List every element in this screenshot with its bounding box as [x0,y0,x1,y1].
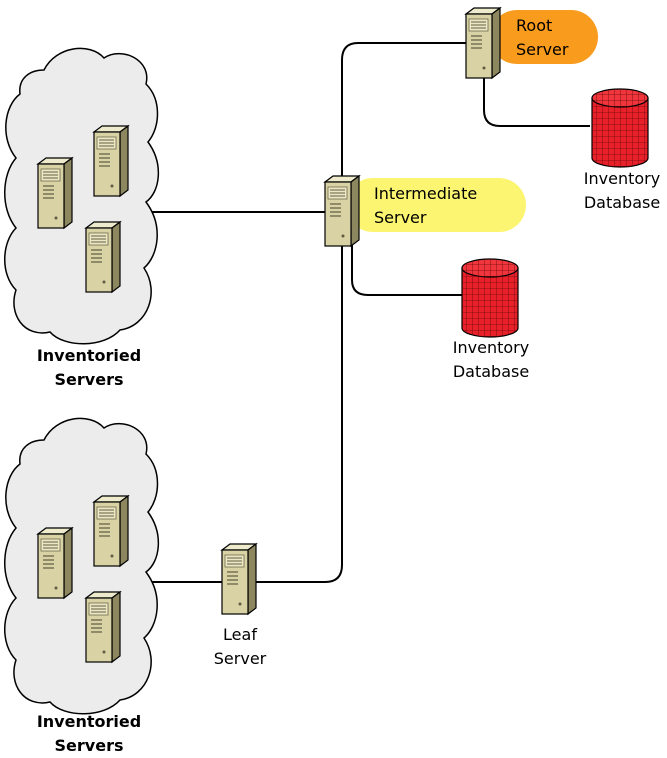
root-server-pill [490,10,598,64]
connector-root-to-intermediate [341,42,468,185]
intermediate-database-label-line2: Database [453,362,529,381]
intermediate-database-icon [461,258,519,338]
cloud-shape [3,417,160,715]
intermediate-server-pill [346,178,526,232]
root-database-icon [591,88,649,168]
server-icon [85,591,121,663]
server-icon [85,221,121,293]
leaf-server-label-line2: Server [214,649,267,668]
lower-cloud [3,417,160,715]
intermediate-database-label-line1: Inventory [453,338,529,357]
leaf-server-icon [221,543,257,615]
server-icon [93,125,129,197]
intermediate-server-label-line2: Server [374,208,427,227]
server-icon [93,495,129,567]
intermediate-server-label-line1: Intermediate [374,184,477,203]
upper-cloud [3,47,160,345]
root-database-label-line1: Inventory [584,169,660,188]
root-server-label-line1: Root [516,16,552,35]
lower-cloud-label-line1: Inventoried [37,712,141,731]
intermediate-server-icon [324,175,360,247]
connector-intermediate-to-leaf [252,246,343,583]
lower-cloud-label-line2: Servers [55,736,124,755]
connector-intermediate-to-database [351,244,462,296]
cloud-shape [3,47,160,345]
leaf-server-label-line1: Leaf [223,625,257,644]
connector-root-to-database [483,78,590,127]
root-database-label-line2: Database [584,193,660,212]
root-server-label-line2: Server [516,40,569,59]
upper-cloud-label-line2: Servers [55,370,124,389]
server-icon [37,157,73,229]
server-icon [37,527,73,599]
upper-cloud-label-line1: Inventoried [37,346,141,365]
root-server-icon [465,7,501,79]
